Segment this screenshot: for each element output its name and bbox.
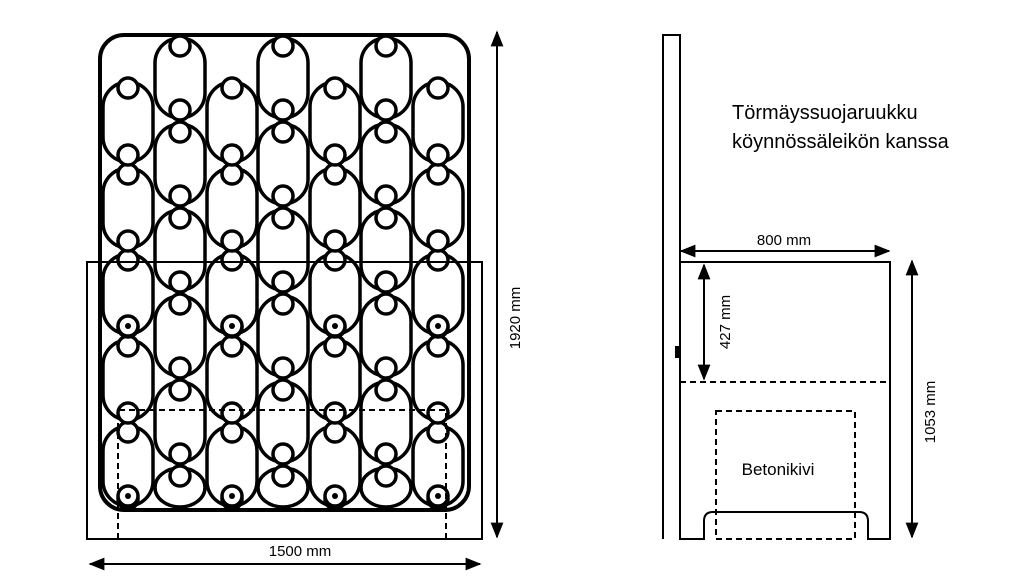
trellis-ring — [168, 378, 192, 402]
trellis-ring — [374, 34, 398, 58]
trellis-ring — [271, 356, 295, 380]
trellis-ring — [426, 76, 450, 100]
trellis-ring — [220, 401, 244, 425]
trellis-ring — [271, 442, 295, 466]
side-concrete-block — [715, 410, 856, 540]
trellis-ring — [323, 420, 347, 444]
width-label: 1500 mm — [269, 543, 332, 560]
trellis-ring — [116, 248, 140, 272]
planter-box — [86, 261, 483, 540]
trellis-ring — [220, 162, 244, 186]
trellis-ring — [271, 206, 295, 230]
trellis-ring — [374, 442, 398, 466]
soil-label: 427 mm — [717, 295, 734, 349]
side-pot-outline — [679, 261, 891, 540]
concrete-block-outline — [117, 409, 447, 539]
bolt-dot — [435, 323, 441, 329]
trellis-ring — [271, 292, 295, 316]
trellis-ring — [116, 401, 140, 425]
trellis-ring — [323, 401, 347, 425]
trellis-ring — [220, 248, 244, 272]
trellis-ring — [168, 356, 192, 380]
side-trellis-panel — [662, 34, 681, 539]
trellis-ring — [271, 464, 295, 488]
trellis-ring — [220, 76, 244, 100]
trellis-ring — [220, 334, 244, 358]
bolt-dot — [332, 493, 338, 499]
trellis-ring — [116, 162, 140, 186]
trellis-ring — [271, 34, 295, 58]
height-label: 1920 mm — [507, 287, 524, 350]
trellis-ring — [168, 292, 192, 316]
trellis-ring — [323, 334, 347, 358]
trellis-ring — [374, 378, 398, 402]
trellis-ring — [426, 162, 450, 186]
side-view: Betonikivi 800 mm 427 mm 1053 mm Törmäys… — [662, 34, 950, 540]
trellis-pattern — [101, 34, 465, 511]
trellis-ring — [271, 270, 295, 294]
trellis-ring — [323, 229, 347, 253]
trellis-ring — [426, 334, 450, 358]
bolt-dot — [229, 323, 235, 329]
trellis-ring — [323, 248, 347, 272]
trellis-ring — [220, 143, 244, 167]
bolt-dot — [332, 323, 338, 329]
trellis-ring — [220, 420, 244, 444]
trellis-ring — [116, 229, 140, 253]
trellis-ring — [426, 401, 450, 425]
trellis-ring — [374, 292, 398, 316]
trellis-ring — [168, 120, 192, 144]
bolt-dot — [435, 493, 441, 499]
bolt-dot — [229, 493, 235, 499]
trellis-ring — [323, 162, 347, 186]
trellis-ring — [426, 143, 450, 167]
trellis-ring — [116, 143, 140, 167]
pot-height-label: 1053 mm — [922, 381, 939, 444]
trellis-ring — [323, 143, 347, 167]
trellis-ring — [116, 334, 140, 358]
title-line-2: köynnössäleikön kanssa — [732, 131, 950, 153]
trellis-ring — [220, 229, 244, 253]
trellis-ring — [116, 420, 140, 444]
bolt-dot — [125, 323, 131, 329]
trellis-ring — [168, 184, 192, 208]
trellis-ring — [271, 378, 295, 402]
trellis-ring — [374, 206, 398, 230]
side-trellis-clip — [675, 346, 680, 358]
trellis-ring — [374, 356, 398, 380]
trellis-ring — [271, 98, 295, 122]
trellis-ring — [271, 184, 295, 208]
trellis-ring — [426, 248, 450, 272]
front-view: 1500 mm 1920 mm — [86, 30, 524, 571]
concrete-block-label: Betonikivi — [742, 460, 815, 479]
trellis-ring — [271, 120, 295, 144]
trellis-ring — [168, 34, 192, 58]
trellis-ring — [168, 206, 192, 230]
depth-label: 800 mm — [757, 232, 811, 249]
trellis-ring — [426, 229, 450, 253]
trellis-ring — [168, 464, 192, 488]
bolt-dot — [125, 493, 131, 499]
trellis-ring — [374, 270, 398, 294]
trellis-ring — [323, 76, 347, 100]
trellis-ring — [374, 120, 398, 144]
trellis-ring — [116, 76, 140, 100]
trellis-ring — [168, 442, 192, 466]
trellis-ring — [168, 98, 192, 122]
title-line-1: Törmäyssuojaruukku — [732, 102, 918, 124]
trellis-ring — [168, 270, 192, 294]
trellis-ring — [374, 464, 398, 488]
trellis-ring — [374, 184, 398, 208]
trellis-ring — [374, 98, 398, 122]
